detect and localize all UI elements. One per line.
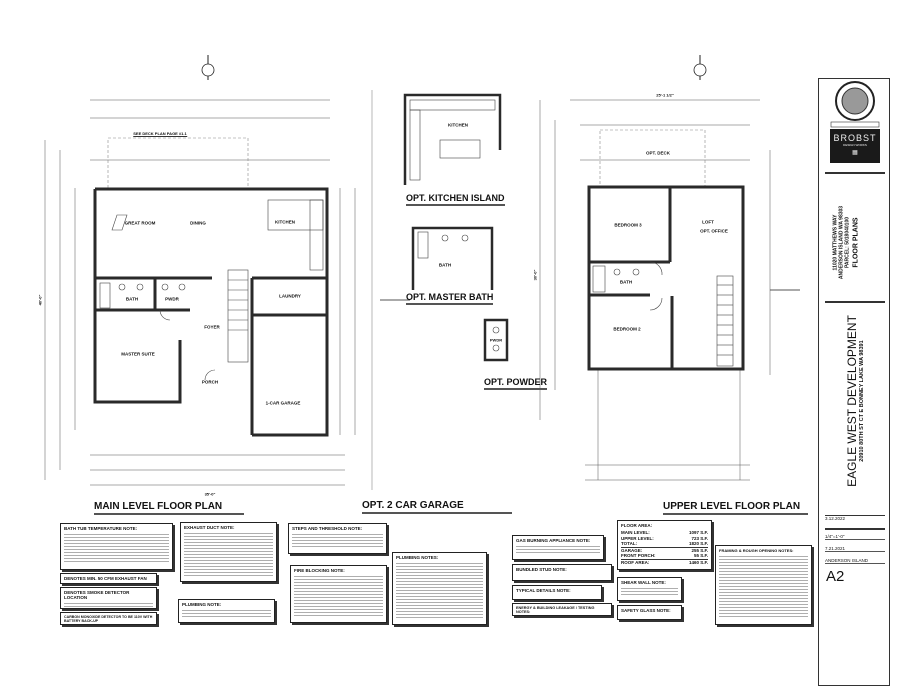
note-smoke-detector: DENOTES SMOKE DETECTOR LOCATION <box>60 587 157 609</box>
floor-area-row: MAIN LEVEL:1097 S.F. <box>621 530 708 535</box>
main-overall-width: 35'-0" <box>204 491 216 497</box>
sheet-title: FLOOR PLANS <box>852 217 860 268</box>
room-loft: LOFT <box>702 219 714 225</box>
upper-level-title: UPPER LEVEL FLOOR PLAN <box>663 501 808 515</box>
grid-markers <box>207 55 701 80</box>
note-bath-tub: BATH TUB TEMPERATURE NOTE: <box>60 523 173 570</box>
room-porch: PORCH <box>201 379 219 385</box>
garage-option-title: OPT. 2 CAR GARAGE <box>362 500 512 514</box>
note-typical-details: TYPICAL DETAILS NOTE: <box>512 585 602 600</box>
note-gas-burning: GAS BURNING APPLIANCE NOTE: <box>512 535 604 560</box>
upper-level-fixtures <box>592 261 734 367</box>
room-bath: BATH <box>125 296 139 302</box>
note-plumbing: PLUMBING NOTE: <box>178 599 275 623</box>
floor-area-row: TOTAL:1820 S.F. <box>621 541 708 548</box>
room-bedroom-2: BEDROOM 2 <box>613 326 641 332</box>
option-details-fixtures <box>409 99 500 352</box>
note-energy-testing: ENERGY & BUILDING LEAKAGE / TESTING NOTE… <box>512 603 612 616</box>
floor-area-row: FRONT PORCH:55 S.F. <box>621 553 708 560</box>
option-kitchen-label: KITCHEN <box>448 122 468 128</box>
room-kitchen: KITCHEN <box>275 219 295 225</box>
deck-reference: SEE DECK PLAN PAGE #1.1 <box>133 131 187 137</box>
dimension-lines <box>44 99 800 486</box>
option-bath-label: BATH <box>438 262 452 268</box>
client-info: EAGLE WEST DEVELOPMENT 20910 80TH ST CT … <box>827 315 883 489</box>
note-co-detector: CARBON MONOXIDE DETECTOR TO BE 110V WITH… <box>60 612 157 625</box>
room-upper-bath: BATH <box>619 279 633 285</box>
option-details-walls <box>403 93 509 362</box>
room-garage: 1-CAR GARAGE <box>265 400 301 406</box>
note-safety-glass: SAFETY GLASS NOTE: <box>617 605 682 620</box>
section-marker-icon <box>201 63 215 77</box>
state-seal-icon <box>830 81 880 128</box>
upper-depth: 30'-0" <box>532 269 538 281</box>
sheet-number: A2 <box>826 568 845 585</box>
floor-area-row: UPPER LEVEL:723 S.F. <box>621 535 708 541</box>
room-bedroom-3: BEDROOM 3 <box>614 222 642 228</box>
powder-title: OPT. POWDER <box>484 377 548 390</box>
room-pwdr: PWDR <box>165 296 179 302</box>
room-dining: DINING <box>190 220 206 226</box>
upper-level-walls <box>587 185 745 371</box>
revised-date: 3.12.2022 <box>825 515 885 521</box>
drawing-date: 7.21.2021 <box>825 546 885 552</box>
main-level-walls <box>93 187 329 437</box>
note-fire-blocking: FIRE BLOCKING NOTE: <box>290 565 387 623</box>
note-shear-wall: SHEAR WALL NOTE: <box>617 577 682 601</box>
kitchen-island-title: OPT. KITCHEN ISLAND <box>406 193 505 206</box>
note-plumbing-notes: PLUMBING NOTES: <box>392 552 487 625</box>
room-opt-office: OPT. OFFICE <box>700 228 728 234</box>
option-pwdr-label: PWDR <box>489 337 503 343</box>
firm-logo: BROBST DESIGN WORKS ▦ <box>830 129 880 163</box>
floor-area-table: FLOOR AREA: MAIN LEVEL:1097 S.F. UPPER L… <box>617 520 712 570</box>
note-exhaust-duct: EXHAUST DUCT NOTE: <box>180 522 277 582</box>
section-marker-icon <box>693 63 707 77</box>
note-exhaust-fan: DENOTES MIN. 50 CFM EXHAUST FAN <box>60 573 157 584</box>
note-framing-rough-opening: FRAMING & ROUGH OPENING NOTES: <box>715 545 812 625</box>
title-block: BROBST DESIGN WORKS ▦ 11020 MATTHEWS WAY… <box>818 78 890 686</box>
project-parcel: PARCEL: 5018040100 <box>844 216 851 269</box>
room-foyer: FOYER <box>204 324 220 330</box>
opt-deck-label: OPT. DECK <box>645 150 671 156</box>
room-laundry: LAUNDRY <box>279 293 301 299</box>
upper-overall-width: 25'-1 1/2" <box>656 92 674 98</box>
drawing-scale: 1/4"=1'-0" <box>825 534 885 540</box>
floor-area-row: GARAGE:255 S.F. <box>621 547 708 553</box>
master-bath-title: OPT. MASTER BATH <box>406 292 494 305</box>
deck-outline <box>107 129 706 189</box>
room-great-room: GREAT ROOM <box>124 220 156 226</box>
main-level-fixtures <box>99 199 324 381</box>
main-level-title: MAIN LEVEL FLOOR PLAN <box>94 501 244 515</box>
main-overall-depth: 40'-0" <box>37 294 43 306</box>
note-steps-threshold: STEPS AND THRESHOLD NOTE: <box>288 523 387 554</box>
note-bundled-stud: BUNDLED STUD NOTE: <box>512 564 612 581</box>
project-info: 11020 MATTHEWS WAY ANDERSON ISLAND WA 98… <box>833 185 881 287</box>
floor-area-row: ROOF AREA:1460 S.F. <box>621 559 708 565</box>
client-name: EAGLE WEST DEVELOPMENT <box>845 315 859 487</box>
room-master-suite: MASTER SUITE <box>121 351 155 357</box>
client-address: 20910 80TH ST CT E BONNEY LAKE WA 98391 <box>859 340 865 462</box>
file-name: ANDERSON ISLAND <box>825 558 885 564</box>
